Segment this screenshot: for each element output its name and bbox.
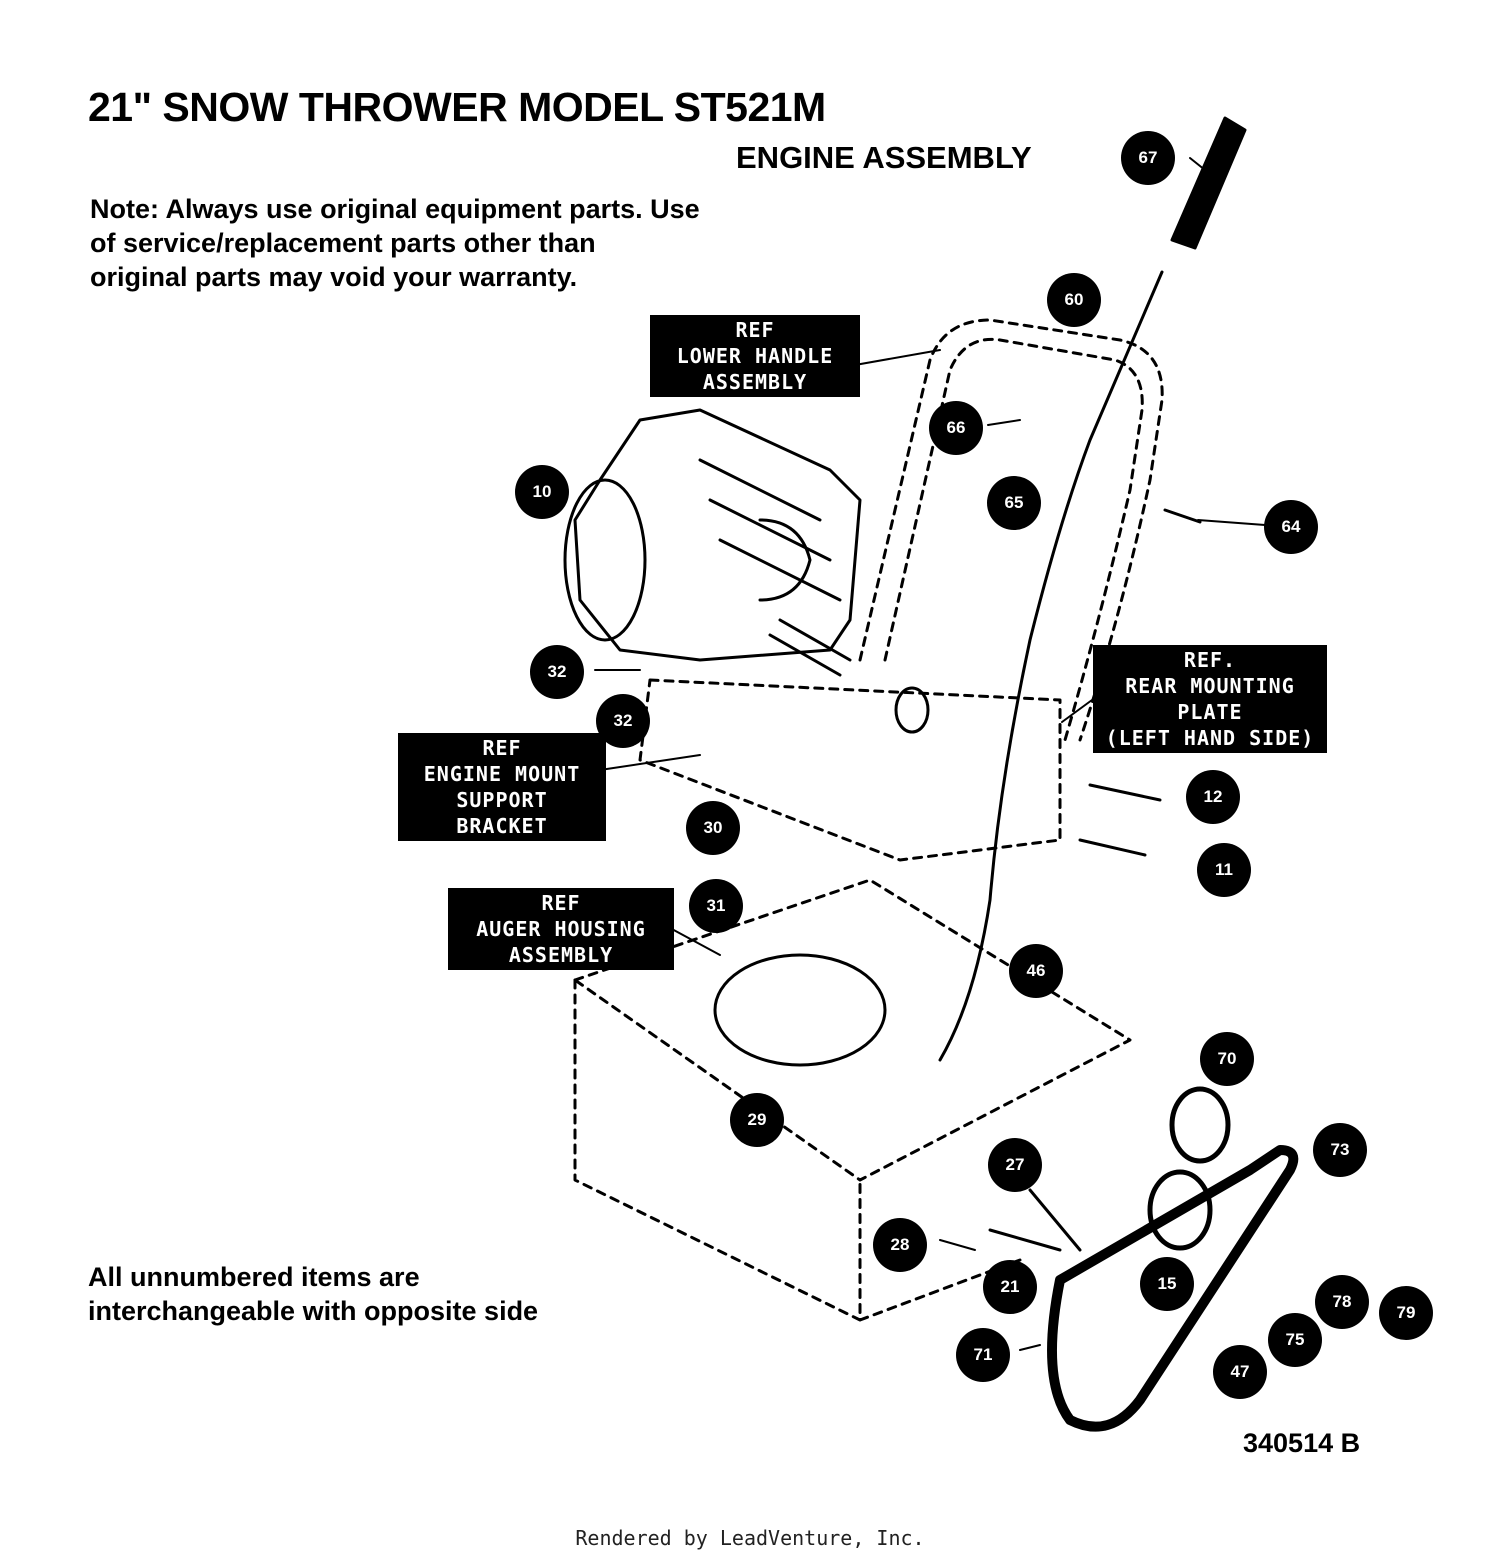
part-callout[interactable]: 46 [1009,944,1063,998]
engine-pulley [1169,1086,1231,1164]
part-callout[interactable]: 28 [873,1218,927,1272]
part-callout[interactable]: 32 [530,645,584,699]
warranty-note: Note: Always use original equipment part… [90,194,700,292]
ref-line: REF [541,891,581,915]
ref-line: ASSEMBLY [508,943,614,967]
part-callout[interactable]: 15 [1140,1257,1194,1311]
drive-belt [1047,1145,1299,1432]
part-callout[interactable]: 64 [1264,500,1318,554]
part-callout[interactable]: 65 [987,476,1041,530]
part-callout[interactable]: 75 [1268,1313,1322,1367]
part-callout[interactable]: 12 [1186,770,1240,824]
ref-line: BRACKET [456,814,548,838]
part-callout[interactable]: 71 [956,1328,1010,1382]
part-callout[interactable]: 21 [983,1260,1037,1314]
part-callout[interactable]: 70 [1200,1032,1254,1086]
part-callout[interactable]: 66 [929,401,983,455]
chute-opening [713,953,887,1067]
handle-grip [1170,116,1247,250]
ref-line: REF [735,318,775,342]
ref-line: REF. [1183,648,1237,672]
ref-engine-mount-support-bracket: REF ENGINE MOUNT SUPPORT BRACKET [398,733,606,841]
part-callout[interactable]: 47 [1213,1345,1267,1399]
ref-line: SUPPORT [456,788,548,812]
ref-line: ENGINE MOUNT [423,762,581,786]
part-callout[interactable]: 67 [1121,131,1175,185]
interchangeable-note: All unnumbered items are interchangeable… [88,1262,539,1326]
part-callout[interactable]: 79 [1379,1286,1433,1340]
part-callout[interactable]: 30 [686,801,740,855]
lower-handle [858,318,1164,742]
ref-line: LOWER HANDLE [676,344,834,368]
ref-lower-handle-assembly: REF LOWER HANDLE ASSEMBLY [650,315,860,397]
idler-pulley [1147,1169,1213,1251]
part-callout[interactable]: 32 [596,694,650,748]
part-callout[interactable]: 10 [515,465,569,519]
part-callout[interactable]: 78 [1315,1275,1369,1329]
assembly-subtitle: ENGINE ASSEMBLY [736,140,1032,175]
page-title: 21" SNOW THROWER MODEL ST521M [88,84,826,130]
part-callout[interactable]: 11 [1197,843,1251,897]
leader-lines [594,157,1266,1351]
ref-rear-mounting-plate: REF. REAR MOUNTING PLATE (LEFT HAND SIDE… [1093,645,1327,753]
part-callout[interactable]: 29 [730,1093,784,1147]
diagram-code: 340514 B [1243,1428,1361,1458]
engine-recoil [563,478,647,642]
ref-line: REF [482,736,522,760]
ref-line: (LEFT HAND SIDE) [1105,726,1315,750]
throttle-cable [938,270,1164,1062]
engine-shaft [768,618,852,677]
ref-line: ASSEMBLY [702,370,808,394]
engine-body [573,408,862,662]
render-credit: Rendered by LeadVenture, Inc. [575,1526,925,1550]
mount-plate [638,678,1062,862]
ref-line: REAR MOUNTING [1125,674,1295,698]
part-callout[interactable]: 60 [1047,273,1101,327]
ref-line: PLATE [1177,700,1243,724]
ref-line: AUGER HOUSING [476,917,646,941]
part-callout[interactable]: 31 [689,879,743,933]
part-callout[interactable]: 73 [1313,1123,1367,1177]
ref-auger-housing-assembly: REF AUGER HOUSING ASSEMBLY [448,888,674,970]
part-callout[interactable]: 27 [988,1138,1042,1192]
